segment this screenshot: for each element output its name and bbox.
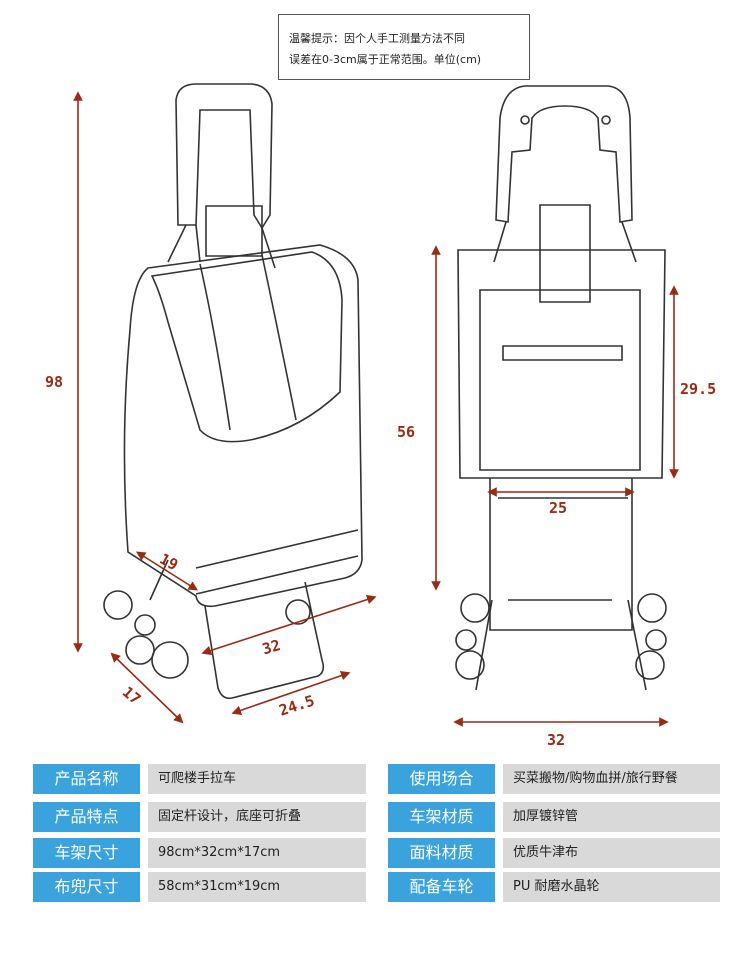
spec-label: 布兜尺寸 (33, 872, 140, 902)
spec-row-right-2: 车架材质 加厚镀锌管 (388, 802, 720, 832)
rear-wheel-right (635, 593, 667, 680)
dim-height-total: 98 (45, 373, 63, 391)
spec-label: 车架尺寸 (33, 838, 140, 868)
spec-row-left-1: 产品名称 可爬楼手拉车 (33, 764, 366, 794)
spec-label: 产品名称 (33, 764, 140, 794)
spec-row-left-4: 布兜尺寸 58cm*31cm*19cm (33, 872, 366, 902)
rear-wheel-left (455, 593, 490, 680)
dim-depth-top: 19 (157, 550, 181, 574)
tri-wheel-front (103, 590, 189, 679)
notice-line-1: 温馨提示：因个人手工测量方法不同 (289, 32, 465, 45)
spec-value: 买菜搬物/购物血拼/旅行野餐 (503, 764, 720, 794)
dim-width-bottom: 32 (260, 636, 282, 658)
spec-value: 固定杆设计，底座可折叠 (148, 802, 366, 832)
spec-row-right-3: 面料材质 优质牛津布 (388, 838, 720, 868)
dim-depth-base: 17 (119, 683, 144, 708)
spec-label: 配备车轮 (388, 872, 495, 902)
spec-row-right-4: 配备车轮 PU 耐磨水晶轮 (388, 872, 720, 902)
measurement-notice: 温馨提示：因个人手工测量方法不同 误差在0-3cm属于正常范围。单位(cm) (278, 14, 530, 80)
spec-value: 加厚镀锌管 (503, 802, 720, 832)
spec-label: 车架材质 (388, 802, 495, 832)
spec-label: 产品特点 (33, 802, 140, 832)
trolley-rear-view (455, 85, 667, 691)
tri-wheel-back (285, 599, 311, 625)
dim-pocket-height: 29.5 (680, 380, 716, 398)
dim-bag-height: 56 (397, 423, 415, 441)
spec-value: PU 耐磨水晶轮 (503, 872, 720, 902)
spec-value: 可爬楼手拉车 (148, 764, 366, 794)
spec-label: 面料材质 (388, 838, 495, 868)
trolley-side-view (103, 83, 363, 700)
notice-line-2: 误差在0-3cm属于正常范围。单位(cm) (289, 53, 482, 66)
spec-value: 58cm*31cm*19cm (148, 872, 366, 902)
spec-value: 优质牛津布 (503, 838, 720, 868)
spec-row-left-2: 产品特点 固定杆设计，底座可折叠 (33, 802, 366, 832)
dim-pocket-width: 25 (549, 499, 567, 517)
spec-value: 98cm*32cm*17cm (148, 838, 366, 868)
spec-label: 使用场合 (388, 764, 495, 794)
trolley-illustration: 98 19 32 17 24.5 (45, 83, 716, 749)
spec-row-left-3: 车架尺寸 98cm*32cm*17cm (33, 838, 366, 868)
spec-row-right-1: 使用场合 买菜搬物/购物血拼/旅行野餐 (388, 764, 720, 794)
dim-rear-width: 32 (547, 731, 565, 749)
